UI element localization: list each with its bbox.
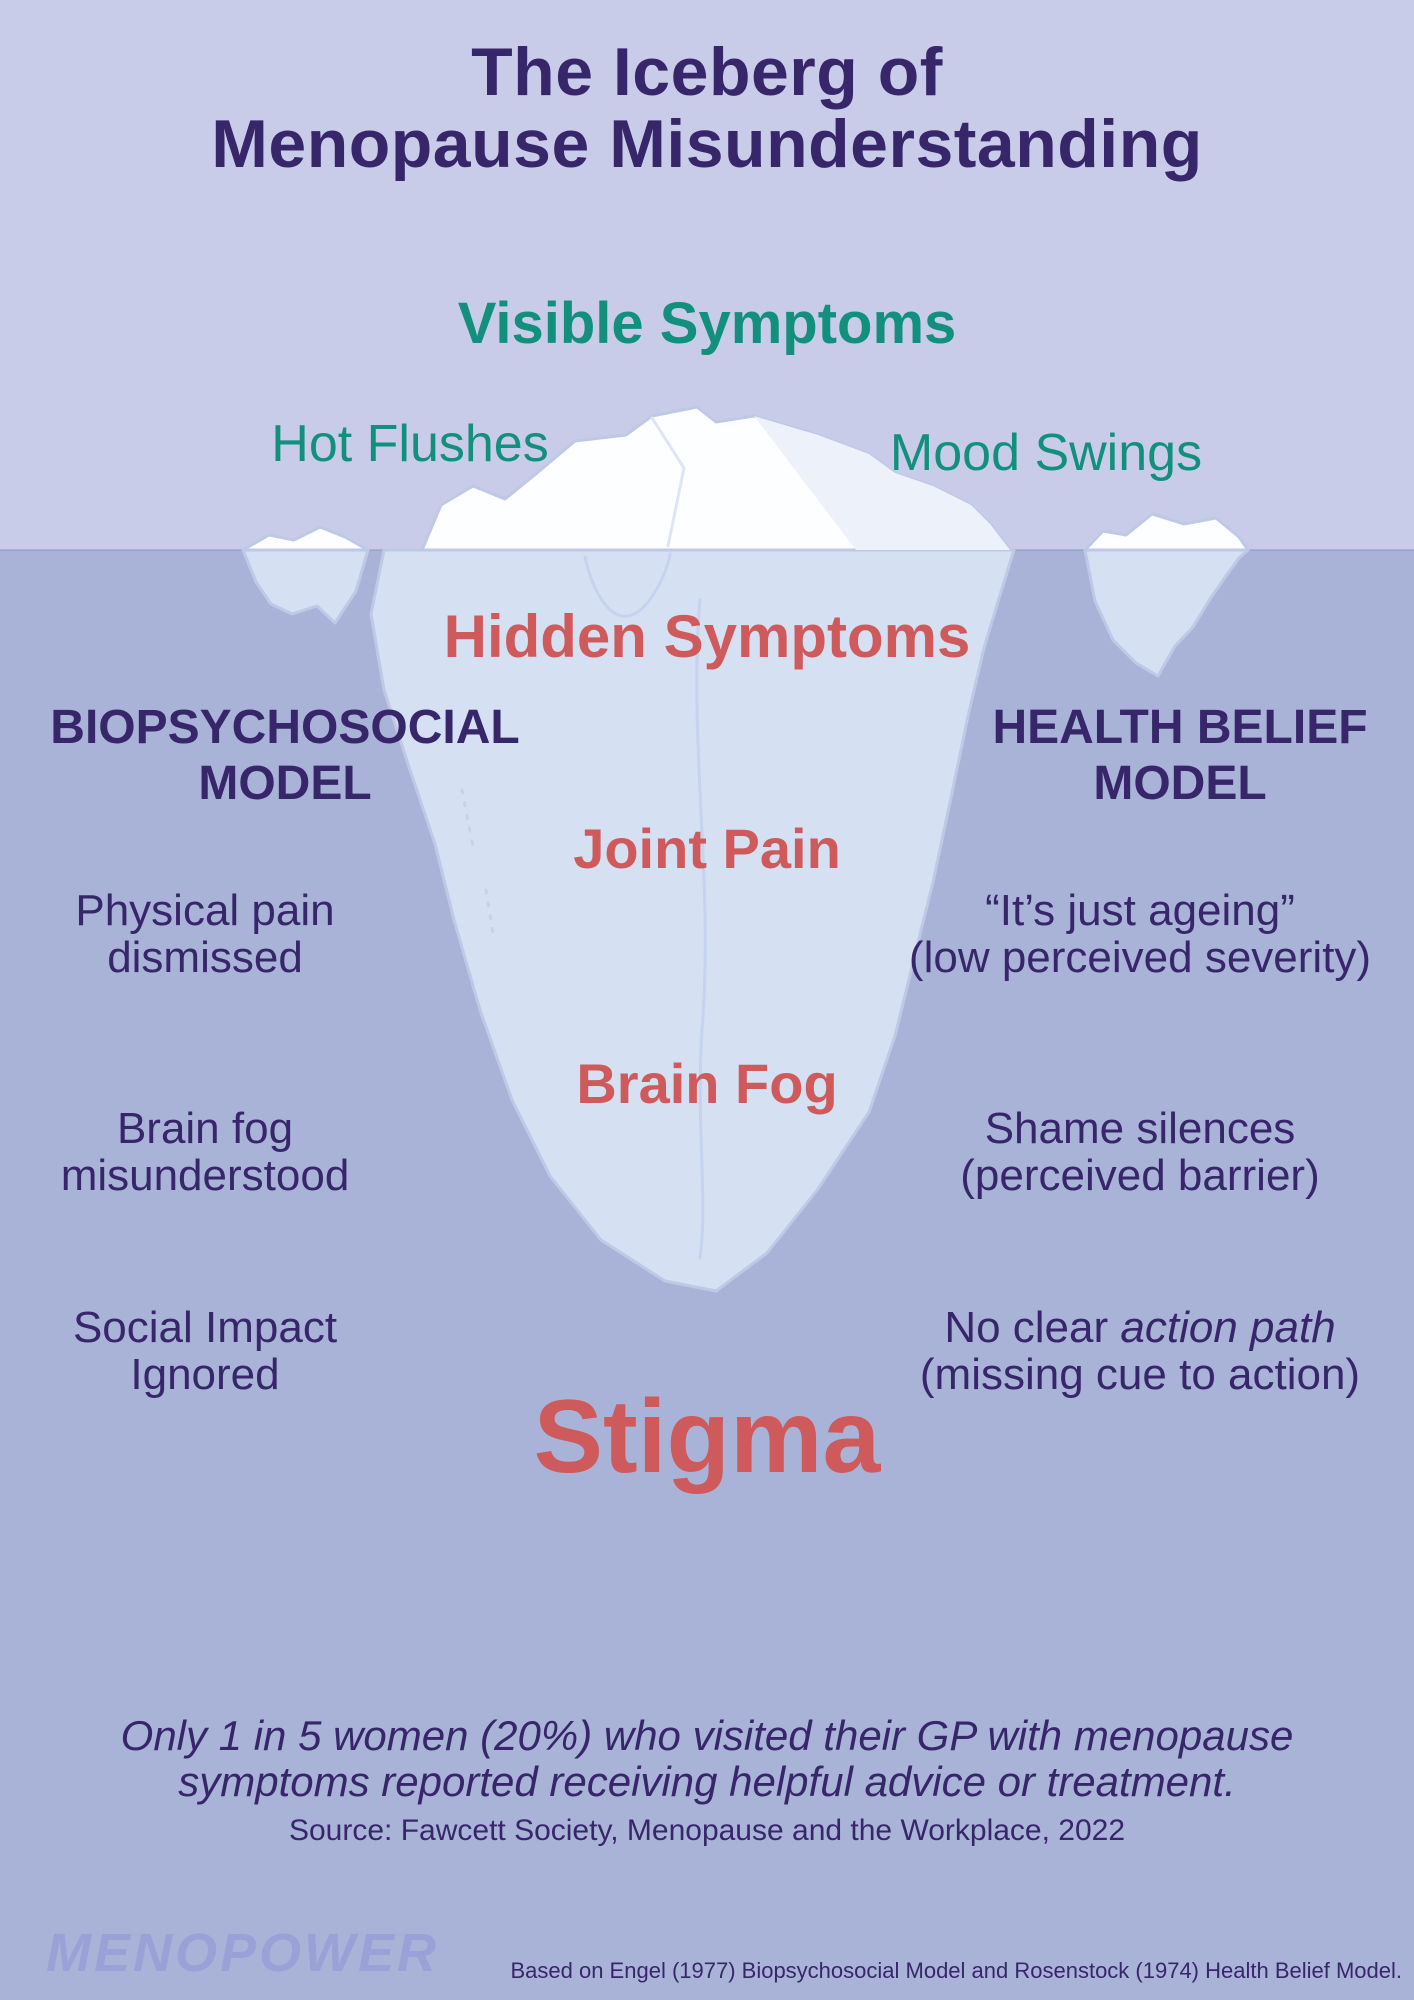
note-line: (low perceived severity) xyxy=(908,933,1372,982)
note-text: No clear xyxy=(944,1303,1121,1352)
note-no-clear-action-path: No clear action path (missing cue to act… xyxy=(880,1304,1400,1398)
page-title-line1: The Iceberg of xyxy=(471,34,943,110)
note-line: misunderstood xyxy=(60,1151,350,1200)
note-line: Social Impact xyxy=(72,1303,338,1352)
page-title-line2: Menopause Misunderstanding xyxy=(211,106,1203,182)
iceberg-dotted-detail xyxy=(460,788,496,942)
note-social-impact-ignored: Social Impact Ignored xyxy=(10,1304,400,1398)
left-iceberg-underwater xyxy=(241,548,370,625)
note-line: (missing cue to action) xyxy=(919,1350,1361,1399)
note-line: Physical pain xyxy=(75,886,335,935)
page-title: The Iceberg of Menopause Misunderstandin… xyxy=(0,36,1414,180)
biopsychosocial-model-title-line1: BIOPSYCHOSOCIAL xyxy=(50,701,520,754)
model-attribution: Based on Engel (1977) Biopsychosocial Mo… xyxy=(510,1958,1402,1983)
symptom-stigma: Stigma xyxy=(533,1379,881,1495)
menopower-logo: MENOPOWER xyxy=(46,1923,440,1983)
note-brain-fog-misunderstood: Brain fog misunderstood xyxy=(10,1105,400,1199)
note-physical-pain-dismissed: Physical pain dismissed xyxy=(10,887,400,981)
right-iceberg-above xyxy=(1083,512,1250,552)
biopsychosocial-model-title-line2: MODEL xyxy=(198,757,372,810)
right-iceberg-underwater xyxy=(1083,548,1250,678)
symptom-hot-flushes: Hot Flushes xyxy=(271,415,549,473)
health-belief-model-title-line1: HEALTH BELIEF xyxy=(992,701,1368,754)
statistic-text: Only 1 in 5 women (20%) who visited thei… xyxy=(0,1713,1414,1805)
note-line: No clear action path xyxy=(880,1304,1400,1351)
hidden-symptoms-heading: Hidden Symptoms xyxy=(443,603,971,670)
source-citation: Source: Fawcett Society, Menopause and t… xyxy=(288,1814,1126,1847)
symptom-brain-fog: Brain Fog xyxy=(576,1052,838,1115)
note-line: (perceived barrier) xyxy=(960,1151,1320,1200)
main-iceberg-shading xyxy=(754,416,1010,550)
main-iceberg-facet xyxy=(650,416,686,548)
note-line: dismissed xyxy=(107,933,303,982)
note-text-italic: action path xyxy=(1120,1303,1336,1352)
statistic-line1: Only 1 in 5 women (20%) who visited thei… xyxy=(120,1712,1294,1759)
note-shame-silences: Shame silences (perceived barrier) xyxy=(880,1105,1400,1199)
symptom-joint-pain: Joint Pain xyxy=(573,817,841,880)
health-belief-model-title-line2: MODEL xyxy=(1093,757,1267,810)
note-line: “It’s just ageing” xyxy=(985,886,1295,935)
statistic-line2: symptoms reported receiving helpful advi… xyxy=(178,1758,1236,1805)
note-line: Ignored xyxy=(130,1350,280,1399)
iceberg-crevice xyxy=(583,552,672,618)
symptom-mood-swings: Mood Swings xyxy=(889,424,1203,482)
note-its-just-ageing: “It’s just ageing” (low perceived severi… xyxy=(880,887,1400,981)
iceberg-crack-line xyxy=(695,598,707,1260)
visible-symptoms-heading: Visible Symptoms xyxy=(457,291,957,356)
biopsychosocial-model-title: BIOPSYCHOSOCIAL MODEL xyxy=(18,700,552,812)
note-line: Shame silences xyxy=(984,1104,1296,1153)
health-belief-model-title: HEALTH BELIEF MODEL xyxy=(924,700,1414,812)
note-line: Brain fog xyxy=(116,1104,294,1153)
main-iceberg-underwater xyxy=(369,548,1016,1293)
left-iceberg-above xyxy=(241,525,370,552)
